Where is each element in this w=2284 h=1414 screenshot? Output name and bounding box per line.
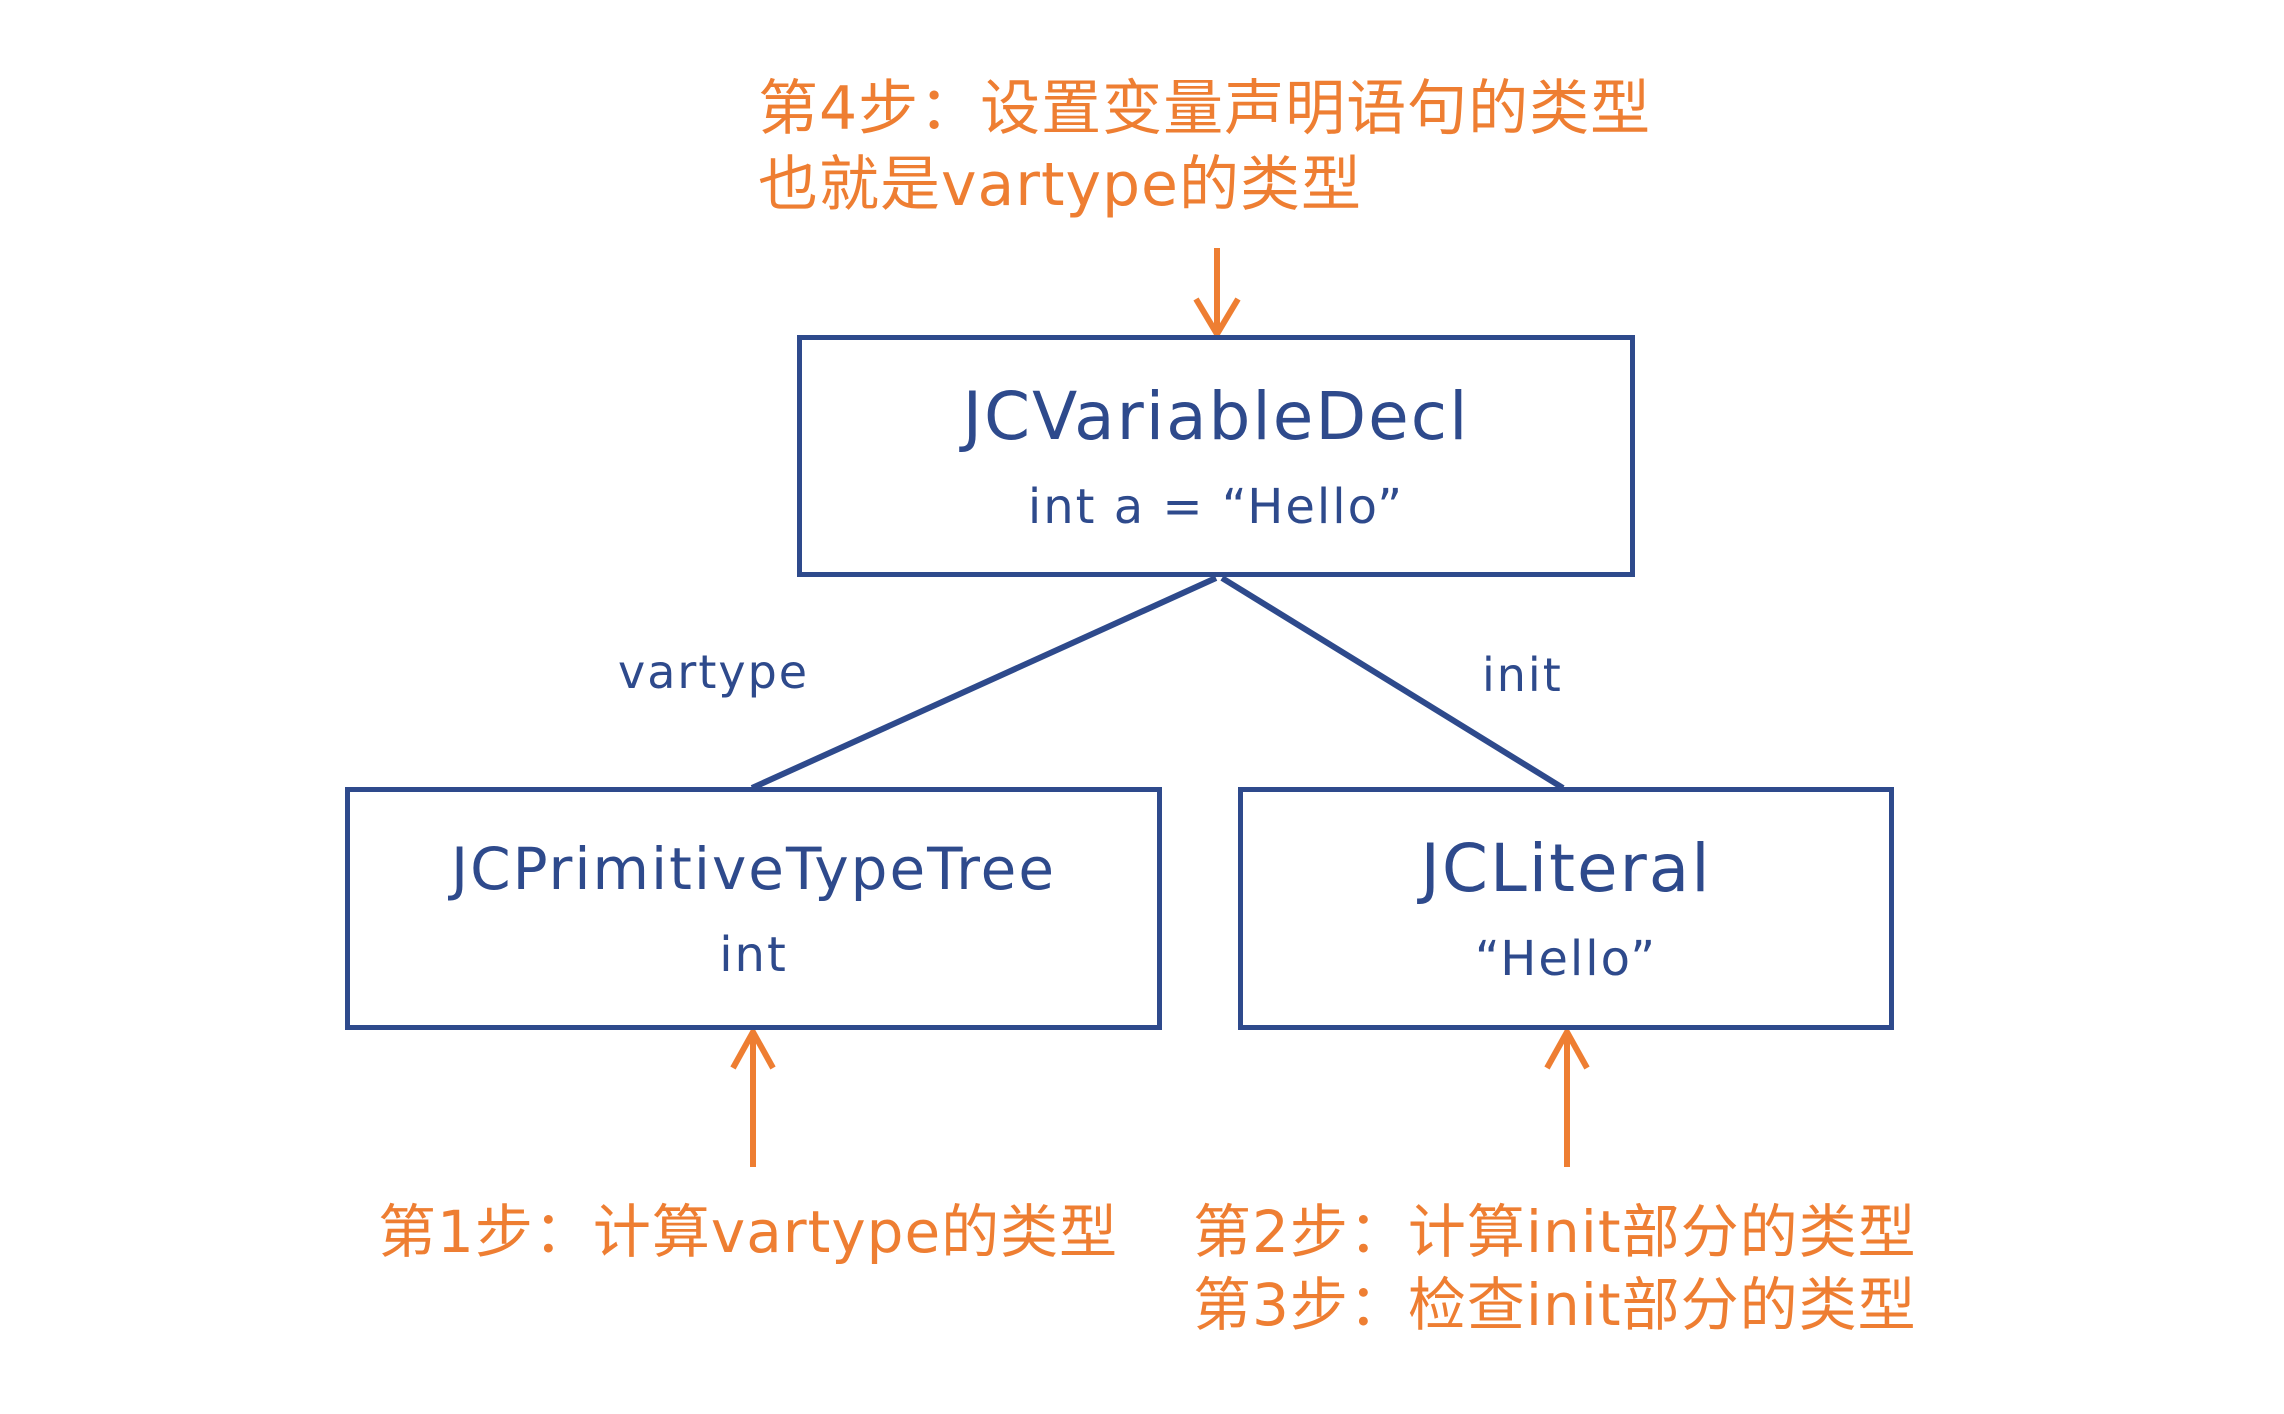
node-jcprimitivetypetree-subtitle: int: [719, 926, 788, 983]
node-jcliteral: JCLiteral “Hello”: [1238, 787, 1894, 1030]
step4-annotation-line2: 也就是vartype的类型: [758, 149, 1362, 220]
node-jcprimitivetypetree: JCPrimitiveTypeTree int: [345, 787, 1162, 1030]
step1-annotation: 第1步：计算vartype的类型: [378, 1196, 1118, 1269]
steps2-3-annotation: 第2步：计算init部分的类型 第3步：检查init部分的类型: [1193, 1196, 1917, 1342]
step4-annotation: 第4步：设置变量声明语句的类型 也就是vartype的类型: [758, 72, 1651, 223]
steps2-3-annotation-line2: 第3步：检查init部分的类型: [1193, 1271, 1917, 1340]
node-jcliteral-subtitle: “Hello”: [1474, 931, 1658, 987]
step4-arrow: [1193, 248, 1241, 340]
node-jcvariabledecl-subtitle: int a = “Hello”: [1027, 478, 1405, 535]
step1-annotation-line1: 第1步：计算vartype的类型: [378, 1198, 1119, 1266]
steps2-3-annotation-line1: 第2步：计算init部分的类型: [1193, 1198, 1917, 1266]
step4-annotation-line1: 第4步：设置变量声明语句的类型: [758, 74, 1652, 144]
edge-label-vartype: vartype: [618, 645, 810, 699]
node-jcvariabledecl-title: JCVariableDecl: [962, 377, 1470, 455]
edge-label-init: init: [1482, 648, 1563, 702]
node-jcliteral-title: JCLiteral: [1420, 830, 1712, 907]
node-jcprimitivetypetree-title: JCPrimitiveTypeTree: [450, 834, 1057, 903]
step1-arrow: [730, 1025, 776, 1167]
steps2-3-arrow: [1544, 1025, 1590, 1167]
edge-line-vartype: [750, 575, 1218, 791]
node-jcvariabledecl: JCVariableDecl int a = “Hello”: [797, 335, 1635, 577]
